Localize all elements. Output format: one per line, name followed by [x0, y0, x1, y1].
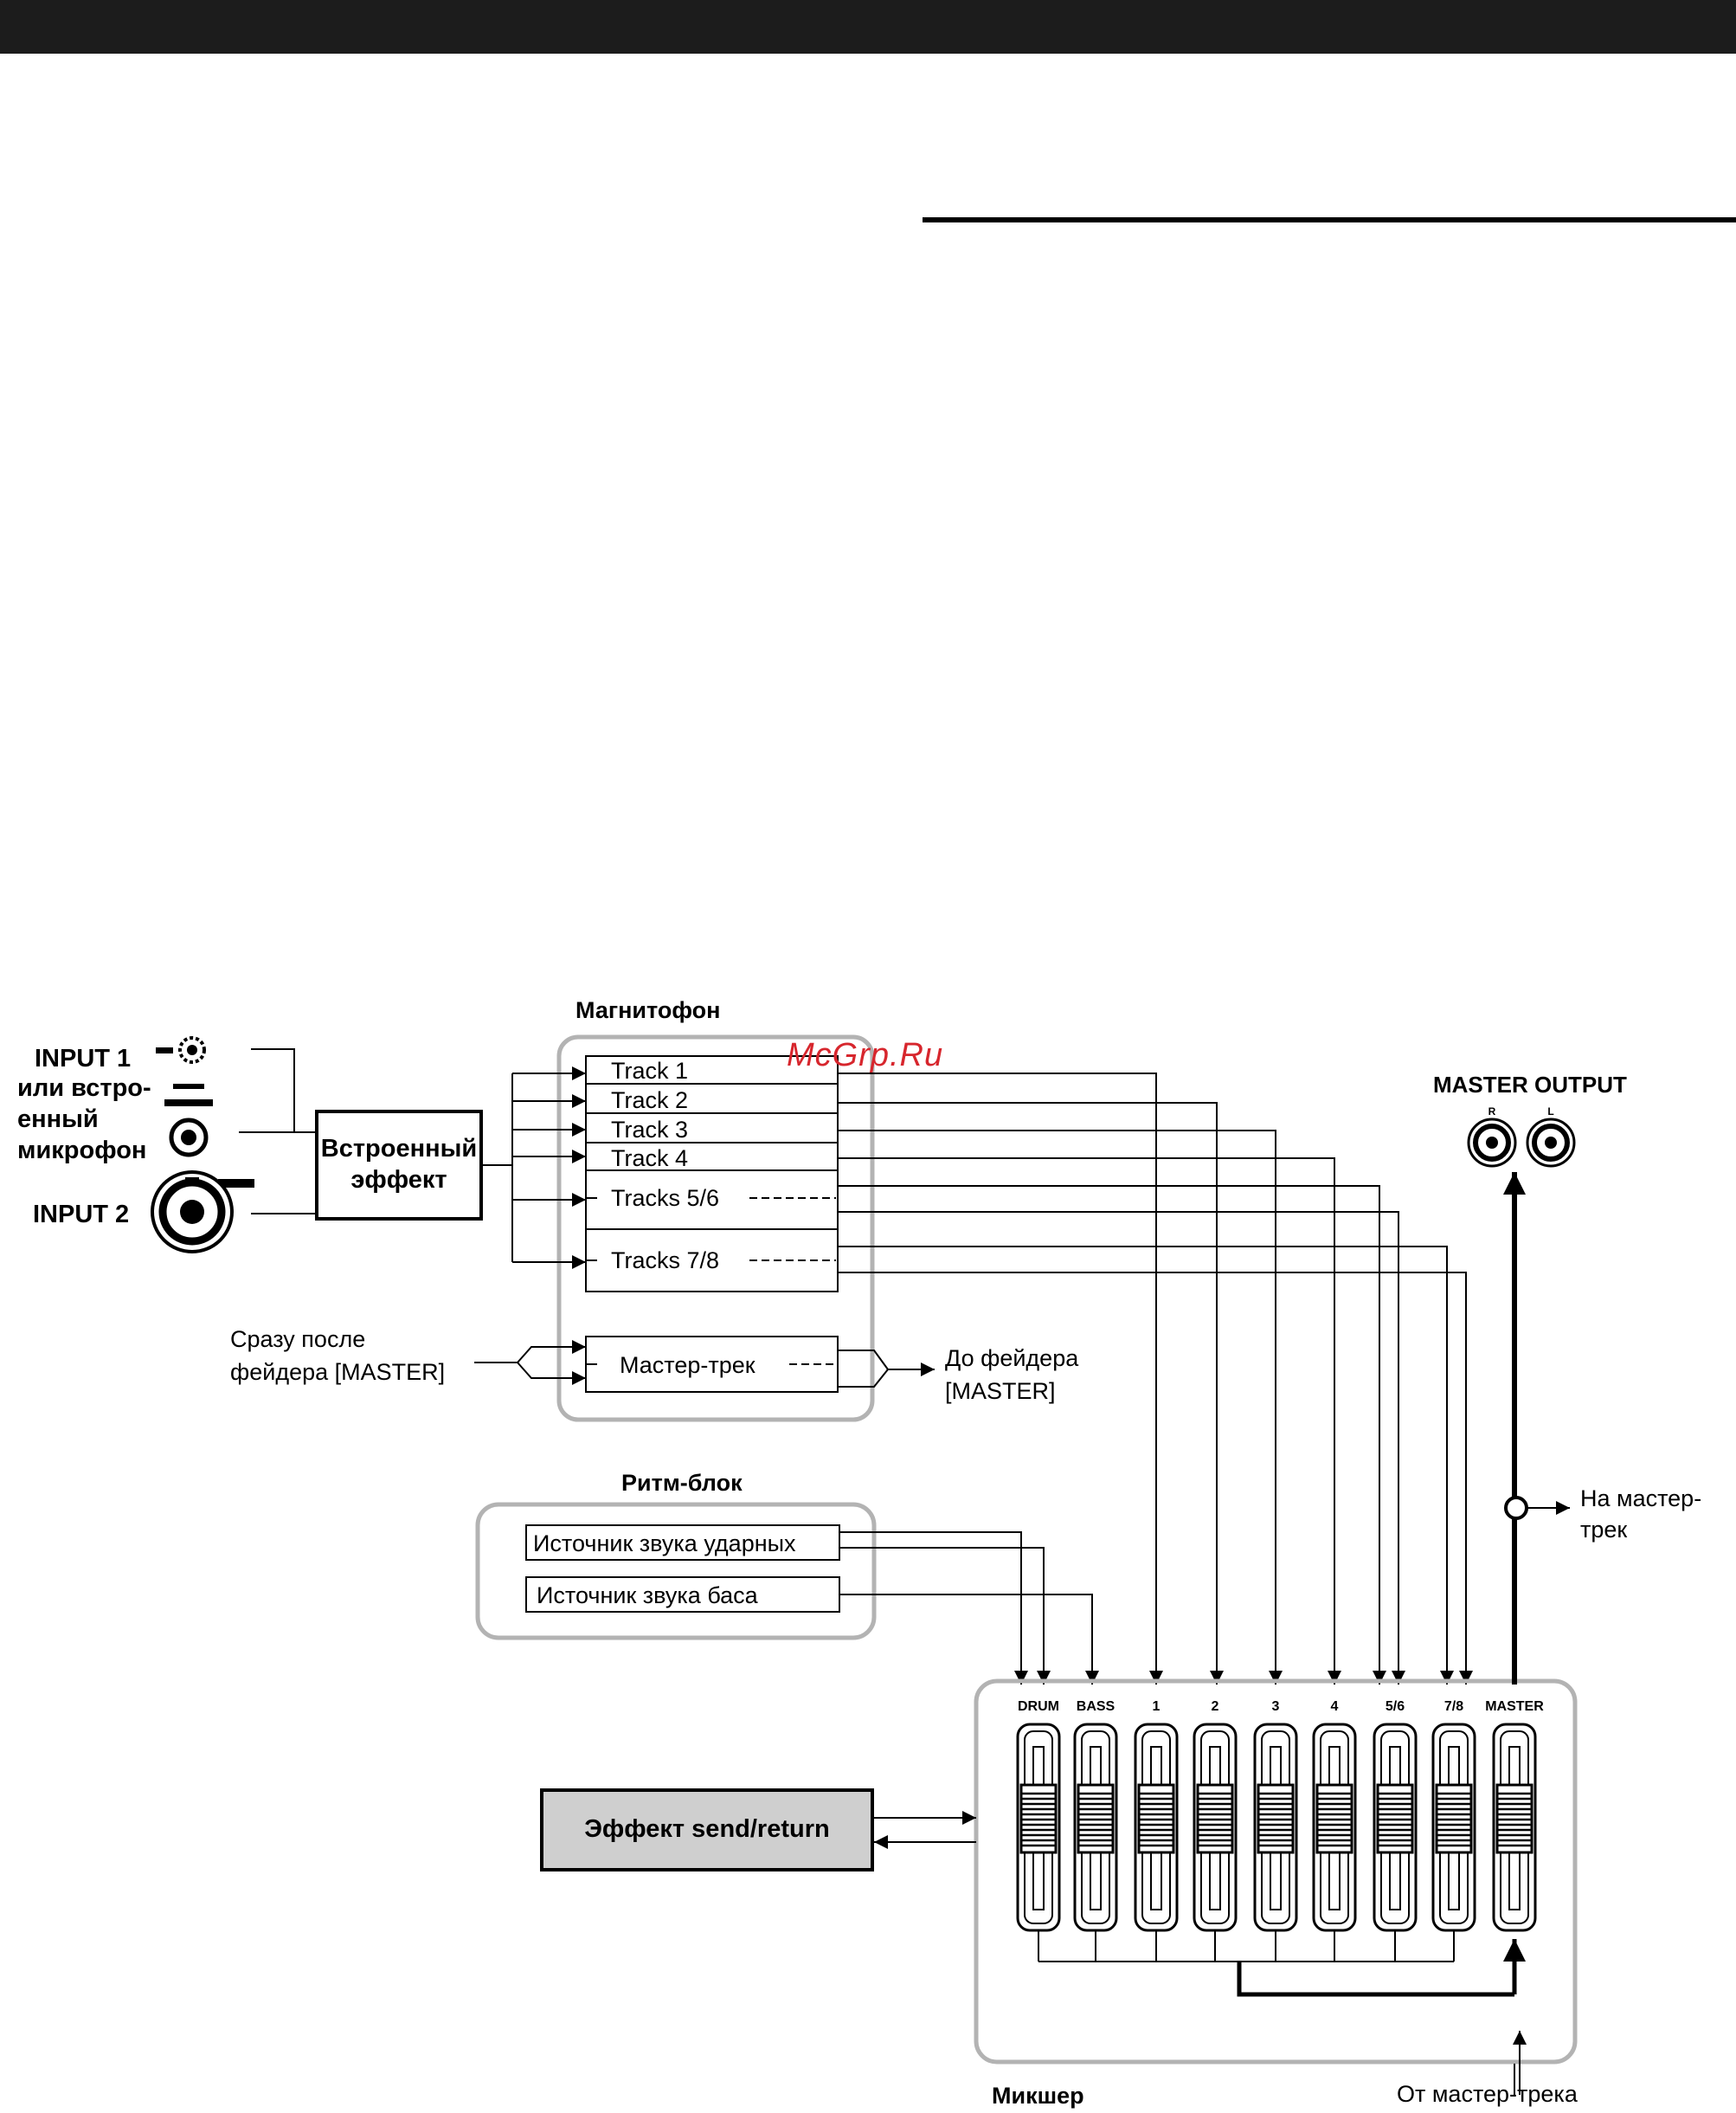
input2-label: INPUT 2 [33, 1201, 129, 1228]
drum-source-box [525, 1524, 840, 1561]
fader-1[interactable] [1134, 1723, 1179, 1932]
effect-to-tracks-wiring [481, 1073, 513, 1262]
fader-knob[interactable] [1019, 1783, 1058, 1854]
channel-label-1: 1 [1153, 1699, 1161, 1714]
recorder-title: Магнитофон [575, 997, 720, 1023]
channel-label-drum: DRUM [1018, 1699, 1059, 1714]
master-bus-line [1237, 1962, 1514, 1997]
pre-fader-line-1: До фейдера [945, 1345, 1079, 1371]
to-master-track-line-2: трек [1580, 1517, 1627, 1543]
track-table [585, 1055, 839, 1292]
output-jack-r-icon [1467, 1118, 1517, 1168]
fader-5-6[interactable] [1373, 1723, 1418, 1932]
master-track-tap-node [1504, 1496, 1528, 1520]
fader-knob[interactable] [1315, 1783, 1353, 1854]
jack-label-r: R [1488, 1105, 1496, 1118]
fader-knob[interactable] [1077, 1783, 1115, 1854]
input1-label: INPUT 1 [35, 1045, 131, 1073]
send-return-box [540, 1788, 874, 1871]
channel-label-3: 3 [1272, 1699, 1280, 1714]
recorder-box [556, 1034, 875, 1422]
pre-fader-wiring [838, 1350, 889, 1388]
jack-label-l: L [1547, 1105, 1553, 1118]
fader-knob[interactable] [1196, 1783, 1234, 1854]
track-to-mixer-wiring [838, 1073, 1473, 1685]
bass-source-label: Источник звука баса [537, 1582, 759, 1608]
rhythm-box [475, 1502, 877, 1640]
builtin-effect-box [315, 1110, 483, 1221]
input-wiring [239, 1048, 317, 1214]
pre-fader-line-2: [MASTER] [945, 1378, 1056, 1404]
post-fader-wiring [474, 1346, 575, 1379]
jack-input1-icon [164, 1084, 213, 1157]
master-track-input-arrows [571, 1340, 586, 1385]
send-return-label: Эффект send/return [584, 1815, 829, 1843]
track-label-2: Track 2 [611, 1087, 688, 1113]
microphone-icon [156, 1036, 206, 1064]
builtin-effect-line-2: эффект [350, 1166, 447, 1194]
channel-label-5-6: 5/6 [1386, 1699, 1405, 1714]
channel-label-2: 2 [1212, 1699, 1219, 1714]
combo-jack-input2-icon [151, 1170, 254, 1253]
builtin-mic-line-1: или встро- [17, 1074, 151, 1102]
builtin-effect-line-1: Встроенный [321, 1135, 477, 1163]
track-label-5-6: Tracks 5/6 [611, 1185, 719, 1211]
from-master-track-label: От мастер-трека [1397, 2081, 1578, 2107]
fader-bass[interactable] [1073, 1723, 1118, 1932]
master-track-label: Мастер-трек [620, 1352, 755, 1378]
track-label-4: Track 4 [611, 1145, 688, 1171]
builtin-mic-line-2: енный [17, 1105, 99, 1133]
mixer-box [974, 1678, 1578, 2065]
track-label-7-8: Tracks 7/8 [611, 1247, 719, 1273]
output-jack-l-icon [1526, 1118, 1576, 1168]
track-input-arrows [512, 1066, 586, 1269]
fader-knob[interactable] [1137, 1783, 1175, 1854]
track-label-1: Track 1 [611, 1058, 688, 1084]
watermark: McGrp.Ru [787, 1037, 944, 1073]
top-bar [0, 0, 1736, 54]
channel-label-7-8: 7/8 [1444, 1699, 1463, 1714]
to-master-track-line-1: На мастер- [1580, 1485, 1701, 1511]
master-output-label: MASTER OUTPUT [1433, 1072, 1627, 1098]
track-label-3: Track 3 [611, 1117, 688, 1143]
fader-knob[interactable] [1257, 1783, 1295, 1854]
fader-3[interactable] [1253, 1723, 1298, 1932]
fader-2[interactable] [1193, 1723, 1238, 1932]
drum-source-label: Источник звука ударных [533, 1530, 796, 1556]
builtin-mic-line-3: микрофон [17, 1137, 146, 1164]
channel-label-4: 4 [1331, 1699, 1339, 1714]
rhythm-title: Ритм-блок [621, 1470, 743, 1496]
fader-7-8[interactable] [1431, 1723, 1476, 1932]
mixer-bus-wiring [1038, 1930, 1515, 2095]
channel-label-bass: BASS [1077, 1699, 1116, 1714]
section-rule [923, 217, 1736, 222]
post-fader-line-1: Сразу после [230, 1326, 365, 1352]
fader-knob[interactable] [1435, 1783, 1473, 1854]
fader-strips [1016, 1723, 1537, 1932]
fader-drum[interactable] [1016, 1723, 1061, 1932]
fader-master[interactable] [1492, 1723, 1537, 1932]
post-fader-line-2: фейдера [MASTER] [230, 1359, 445, 1385]
fader-knob[interactable] [1495, 1783, 1533, 1854]
fader-4[interactable] [1312, 1723, 1357, 1932]
fader-knob[interactable] [1376, 1783, 1414, 1854]
mixer-title: Микшер [992, 2083, 1084, 2109]
channel-label-master: MASTER [1485, 1699, 1544, 1714]
